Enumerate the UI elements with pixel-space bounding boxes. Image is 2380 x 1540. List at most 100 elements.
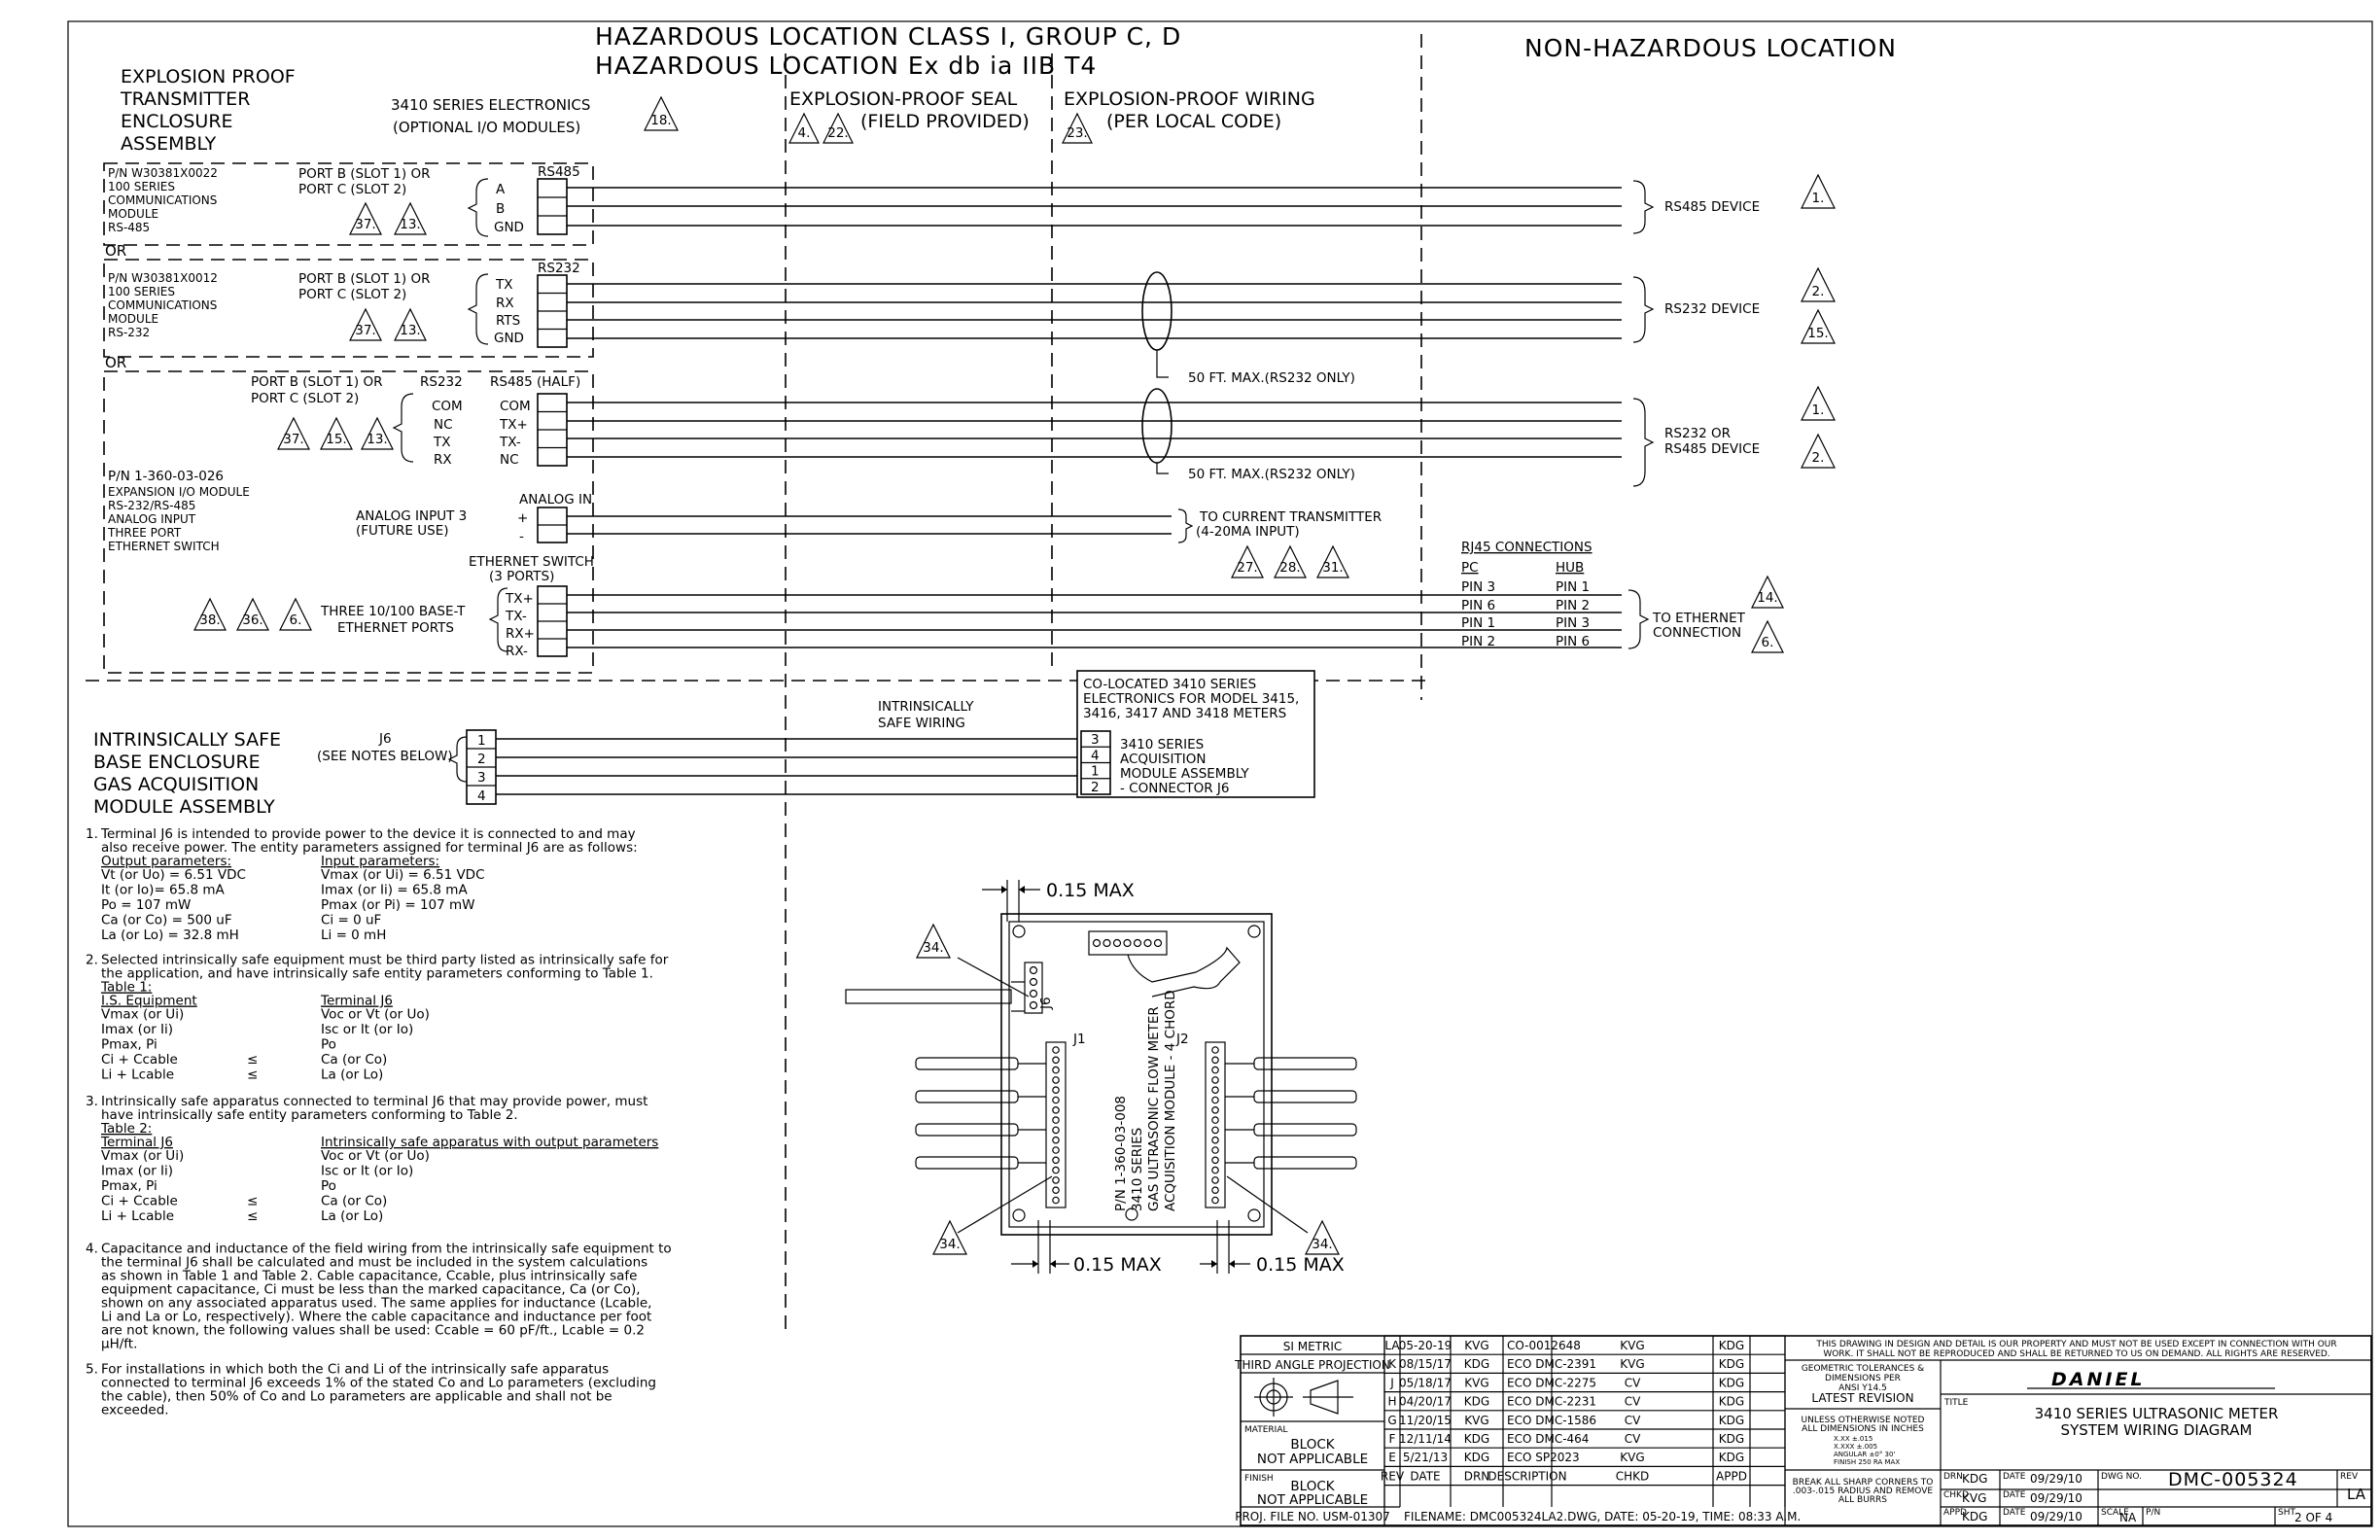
tri-4: 4. — [788, 112, 820, 144]
break-edges: BREAK ALL SHARP CORNERS TO .003-.015 RAD… — [1793, 1478, 1934, 1505]
table2-row-2-a: Pmax, Pi — [101, 1178, 158, 1194]
svg-text:MODULE ASSEMBLY: MODULE ASSEMBLY — [93, 796, 275, 818]
acquisition-terminal-3: 3 — [1091, 732, 1100, 748]
rs232-shield-leader — [1156, 350, 1169, 378]
ethernet-device-brace — [1628, 589, 1650, 649]
tri-eth-38-number: 38. — [199, 612, 220, 628]
svg-text:RS-232: RS-232 — [108, 326, 150, 339]
svg-text:PIN 2: PIN 2 — [1461, 634, 1495, 649]
proj-file: PROJ. FILE NO. USM-01307 — [1235, 1510, 1390, 1523]
rev-cell-5-3: ECO DMC-464 — [1507, 1432, 1589, 1446]
svg-text:X.XX ±.015: X.XX ±.015 — [1834, 1435, 1872, 1443]
rev-cell-2-4: CV — [1625, 1376, 1641, 1389]
tri-eth-dest-6: 6. — [1751, 619, 1784, 653]
note1-in-3: Ci = 0 uF — [321, 913, 381, 928]
rs232-brace — [467, 273, 489, 345]
hazard-title-1: HAZARDOUS LOCATION CLASS I, GROUP C, D — [595, 22, 1181, 51]
tri-22: 22. — [822, 112, 854, 144]
svg-text:RS232 OR: RS232 OR — [1664, 426, 1731, 441]
tri-34-left: 34. — [932, 1219, 967, 1255]
svg-text:3416, 3417 AND 3418 METERS: 3416, 3417 AND 3418 METERS — [1083, 706, 1286, 721]
projection-symbol — [1254, 1378, 1353, 1417]
tri-exp-dev-2: 2. — [1801, 433, 1836, 469]
tri-34-right: 34. — [1305, 1219, 1340, 1255]
note1-in-4: Li = 0 mH — [321, 928, 386, 943]
j6-board-label: J6 — [1038, 997, 1054, 1010]
svg-text:RX-: RX- — [506, 644, 528, 659]
table2-col3: Intrinsically safe apparatus with output… — [321, 1135, 658, 1150]
seal-label: EXPLOSION-PROOF SEAL (FIELD PROVIDED) — [789, 88, 1030, 132]
svg-text:TX+: TX+ — [505, 591, 534, 607]
svg-text:ANALOG INPUT 3: ANALOG INPUT 3 — [356, 508, 467, 524]
rev-cell-3-2: KDG — [1464, 1395, 1489, 1409]
svg-text:PIN 1: PIN 1 — [1556, 579, 1590, 595]
expansion-rs485-terminals: COM TX+ TX- NC — [499, 399, 531, 468]
note1-in-0: Vmax (or Ui) = 6.51 VDC — [321, 867, 485, 883]
projection-label: THIRD ANGLE PROJECTION — [1234, 1358, 1390, 1372]
svg-text:(4-20MA INPUT): (4-20MA INPUT) — [1196, 524, 1300, 540]
rev-cell-0-5: KDG — [1719, 1339, 1744, 1352]
svg-text:CONNECTION: CONNECTION — [1653, 625, 1741, 641]
svg-text:MODULE ASSEMBLY: MODULE ASSEMBLY — [1120, 766, 1249, 782]
tri-rs232-dev-2-number: 2. — [1812, 284, 1825, 299]
rev-cell-3-3: ECO DMC-2231 — [1507, 1395, 1596, 1409]
terminal-block-body — [537, 178, 568, 235]
top-connector-cable — [1127, 946, 1241, 998]
j2-label: J2 — [1175, 1032, 1189, 1047]
ethernet-destination: TO ETHERNET CONNECTION — [1652, 611, 1746, 641]
tri-exp-dev-2-number: 2. — [1812, 450, 1825, 466]
rev-cell-4-0: G — [1387, 1414, 1396, 1427]
svg-text:PORT B (SLOT 1) OR: PORT B (SLOT 1) OR — [298, 166, 430, 182]
svg-text:DATE: DATE — [2003, 1490, 2026, 1500]
or-label-1: OR — [105, 242, 126, 260]
finish-value-2: NOT APPLICABLE — [1257, 1492, 1368, 1508]
svg-text:B: B — [496, 201, 505, 217]
table1-row-4-b: La (or Lo) — [321, 1068, 383, 1083]
table1-row-1-a: Imax (or Ii) — [101, 1022, 173, 1037]
table2-row-0-a: Vmax (or Ui) — [101, 1148, 184, 1164]
j6-brace — [447, 736, 468, 783]
tri-eth-6-number: 6. — [290, 612, 302, 628]
rev-cell-5-5: KDG — [1719, 1432, 1744, 1446]
ethernet-switch-title: ETHERNET SWITCH (3 PORTS) — [469, 554, 594, 584]
svg-text:TX+: TX+ — [499, 417, 528, 433]
tri-exp-37-number: 37. — [283, 432, 303, 447]
svg-text:ENCLOSURE: ENCLOSURE — [121, 111, 233, 132]
expansion-max-note: 50 FT. MAX.(RS232 ONLY) — [1188, 467, 1355, 482]
tri-eth-dest-14-number: 14. — [1757, 590, 1777, 606]
rev-header-4: CHKD — [1616, 1469, 1650, 1483]
analog-terminal-block — [537, 507, 568, 543]
tri-23-number: 23. — [1067, 125, 1087, 141]
svg-text:P/N W30381X0012: P/N W30381X0012 — [108, 271, 218, 285]
svg-text:UNLESS OTHERWISE NOTED: UNLESS OTHERWISE NOTED — [1802, 1416, 1925, 1425]
svg-text:TX: TX — [495, 277, 513, 293]
tri-18-number: 18. — [650, 113, 671, 128]
table1-row-3-b: Ca (or Co) — [321, 1052, 387, 1068]
svg-text:TX: TX — [433, 435, 451, 450]
tri-rs485-13: 13. — [394, 201, 427, 235]
rev-cell-0-2: KVG — [1464, 1339, 1488, 1352]
table2-row-4-a: Li + Lcable — [101, 1208, 174, 1224]
svg-text:GND: GND — [494, 220, 524, 235]
tri-rs232-dev-2: 2. — [1801, 266, 1836, 302]
j6-terminal-4: 4 — [477, 788, 486, 804]
svg-text:KDG: KDG — [1962, 1472, 1987, 1486]
table1-row-1-b: Isc or It (or Io) — [321, 1022, 413, 1037]
svg-text:EXPLOSION PROOF: EXPLOSION PROOF — [121, 66, 296, 88]
rs232-device-label: RS232 DEVICE — [1664, 301, 1760, 317]
svg-text:MODULE: MODULE — [108, 312, 158, 326]
analog-destination: TO CURRENT TRANSMITTER (4-20MA INPUT) — [1196, 509, 1382, 540]
rev-cell-4-4: CV — [1625, 1414, 1641, 1427]
svg-text:SHT: SHT — [2278, 1508, 2295, 1518]
svg-text:COM: COM — [500, 399, 531, 414]
svg-text:PORT C (SLOT 2): PORT C (SLOT 2) — [251, 391, 359, 406]
ethernet-ports-label: THREE 10/100 BASE-T ETHERNET PORTS — [320, 604, 466, 636]
note1-out-1: It (or Io)= 65.8 mA — [101, 883, 226, 898]
tri-exp-dev-1-number: 1. — [1812, 402, 1825, 418]
note1-out-4: La (or Lo) = 32.8 mH — [101, 928, 239, 943]
svg-text:PORT B (SLOT 1) OR: PORT B (SLOT 1) OR — [251, 374, 382, 390]
svg-text:P/N W30381X0022: P/N W30381X0022 — [108, 166, 218, 180]
rev-cell-3-4: CV — [1625, 1395, 1641, 1409]
rev-cell-2-5: KDG — [1719, 1376, 1744, 1389]
